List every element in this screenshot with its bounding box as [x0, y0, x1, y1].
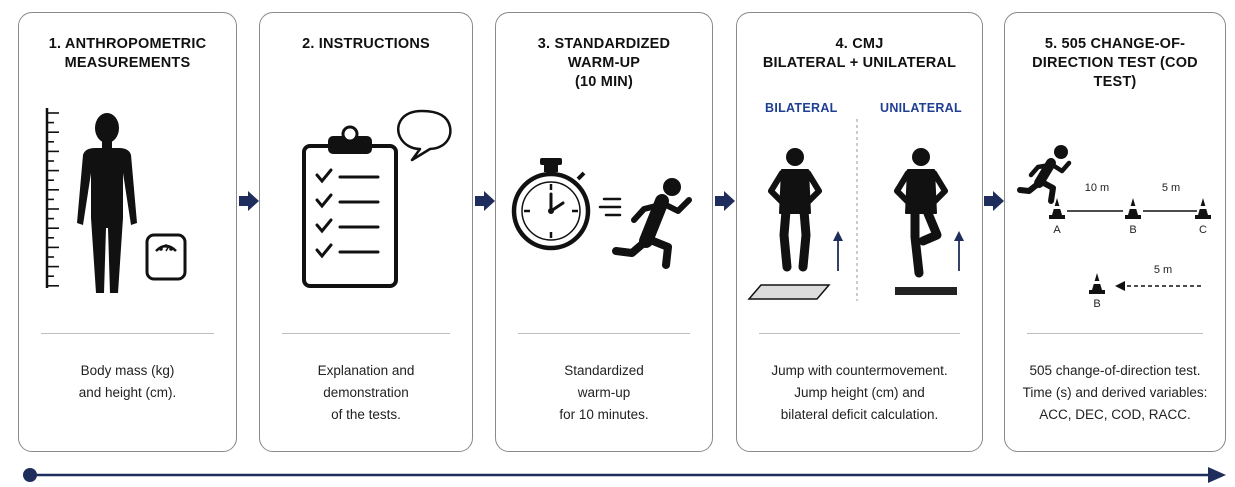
- description-line: warm-up: [577, 385, 631, 400]
- description-line: for 10 minutes.: [559, 407, 649, 422]
- description-line: Explanation and: [317, 363, 415, 378]
- force-plate-icon: [895, 287, 957, 295]
- speed-lines-icon: [598, 197, 622, 217]
- step-title-line: 4. CMJ: [835, 36, 884, 52]
- separator: [518, 333, 690, 334]
- step-title-line: (10 MIN): [575, 74, 633, 90]
- step-panel-1: 1. ANTHROPOMETRIC MEASUREMENTS Body mass…: [18, 12, 237, 452]
- description-line: 505 change-of-direction test.: [1029, 363, 1201, 378]
- description-line: and height (cm).: [78, 385, 177, 400]
- description-line: bilateral deficit calculation.: [780, 407, 939, 422]
- step-title-line: 5. 505 CHANGE-OF-: [1044, 36, 1186, 52]
- description-line: Jump height (cm) and: [794, 385, 925, 400]
- step-description: Explanation and demonstration of the tes…: [270, 360, 462, 426]
- flow-arrow-icon: [715, 191, 735, 211]
- step-panel-3: 3. STANDARDIZED WARM-UP (10 MIN): [495, 12, 713, 452]
- cone-icon: [1125, 198, 1141, 219]
- step-panel-2: 2. INSTRUCTIONS Explanation and demonstr…: [259, 12, 473, 452]
- distance-label: 5 m: [1154, 264, 1172, 276]
- cone-label: B: [1093, 298, 1100, 310]
- stopwatch-icon: [511, 158, 591, 251]
- step-description: Body mass (kg) and height (cm).: [29, 360, 226, 404]
- up-arrow-icon: [954, 231, 964, 271]
- step-title-line: 2. INSTRUCTIONS: [302, 36, 430, 52]
- cone-icon: [1089, 273, 1105, 294]
- step-title: 2. INSTRUCTIONS: [268, 35, 464, 54]
- runner-icon: [612, 178, 692, 269]
- step-title-line: MEASUREMENTS: [64, 55, 191, 71]
- step-title: 1. ANTHROPOMETRIC MEASUREMENTS: [27, 35, 228, 73]
- description-line: Standardized: [564, 363, 644, 378]
- step-title-line: DIRECTION TEST (COD TEST): [1032, 55, 1198, 90]
- jump-mat-icon: [747, 284, 831, 300]
- step-description: Standardized warm-up for 10 minutes.: [506, 360, 702, 426]
- unilateral-jumper-icon: [894, 148, 948, 278]
- up-arrow-icon: [833, 231, 843, 271]
- distance-label: 10 m: [1085, 182, 1109, 194]
- timeline-arrowhead-icon: [1208, 467, 1226, 483]
- description-line: ACC, DEC, COD, RACC.: [1039, 407, 1191, 422]
- step-title: 5. 505 CHANGE-OF- DIRECTION TEST (COD TE…: [1013, 35, 1217, 92]
- step-title-line: 3. STANDARDIZED: [537, 36, 671, 52]
- anthropometric-illustration: [45, 108, 187, 293]
- step-title: 3. STANDARDIZED WARM-UP (10 MIN): [504, 35, 704, 92]
- description-line: Jump with countermovement.: [771, 363, 948, 378]
- flow-arrow-icon: [239, 191, 259, 211]
- cmj-illustration: [747, 119, 964, 301]
- step-title-line: 1. ANTHROPOMETRIC: [48, 36, 207, 52]
- flow-arrow-icon: [984, 191, 1004, 211]
- step-description: Jump with countermovement. Jump height (…: [747, 360, 972, 426]
- cone-label: B: [1129, 224, 1136, 236]
- description-line: Time (s) and derived variables:: [1022, 385, 1208, 400]
- instructions-illustration: [302, 109, 452, 288]
- speech-bubble-icon: [396, 109, 452, 162]
- cone-label: C: [1199, 224, 1207, 236]
- description-line: demonstration: [323, 385, 409, 400]
- step-panel-4: 4. CMJ BILATERAL + UNILATERAL BILATERAL …: [736, 12, 983, 452]
- description-line: of the tests.: [331, 407, 401, 422]
- scale-icon: [145, 233, 187, 281]
- cone-label: A: [1053, 224, 1061, 236]
- separator: [41, 333, 214, 334]
- step-description: 505 change-of-direction test. Time (s) a…: [1015, 360, 1215, 426]
- cod-test-illustration: A B C 10 m 5 m B 5 m: [1017, 145, 1211, 310]
- step-title: 4. CMJ BILATERAL + UNILATERAL: [745, 35, 974, 73]
- person-icon: [77, 113, 137, 293]
- separator: [282, 333, 450, 334]
- cone-icon: [1195, 198, 1211, 219]
- bilateral-label: BILATERAL: [765, 101, 838, 115]
- separator: [1027, 333, 1203, 334]
- description-line: Body mass (kg): [80, 363, 175, 378]
- distance-label: 5 m: [1162, 182, 1180, 194]
- clipboard-icon: [302, 125, 398, 288]
- cone-icon: [1049, 198, 1065, 219]
- ruler-icon: [45, 108, 59, 288]
- step-panel-5: 5. 505 CHANGE-OF- DIRECTION TEST (COD TE…: [1004, 12, 1226, 452]
- return-arrowhead-icon: [1115, 281, 1125, 291]
- sprinter-icon: [1017, 145, 1072, 204]
- unilateral-label: UNILATERAL: [880, 101, 962, 115]
- step-title-line: WARM-UP: [567, 55, 641, 71]
- flow-arrow-icon: [475, 191, 495, 211]
- warmup-illustration: [511, 158, 692, 269]
- timeline-start-dot: [23, 468, 37, 482]
- bilateral-jumper-icon: [768, 148, 822, 272]
- timeline: [23, 467, 1226, 483]
- separator: [759, 333, 960, 334]
- step-title-line: BILATERAL + UNILATERAL: [762, 55, 957, 71]
